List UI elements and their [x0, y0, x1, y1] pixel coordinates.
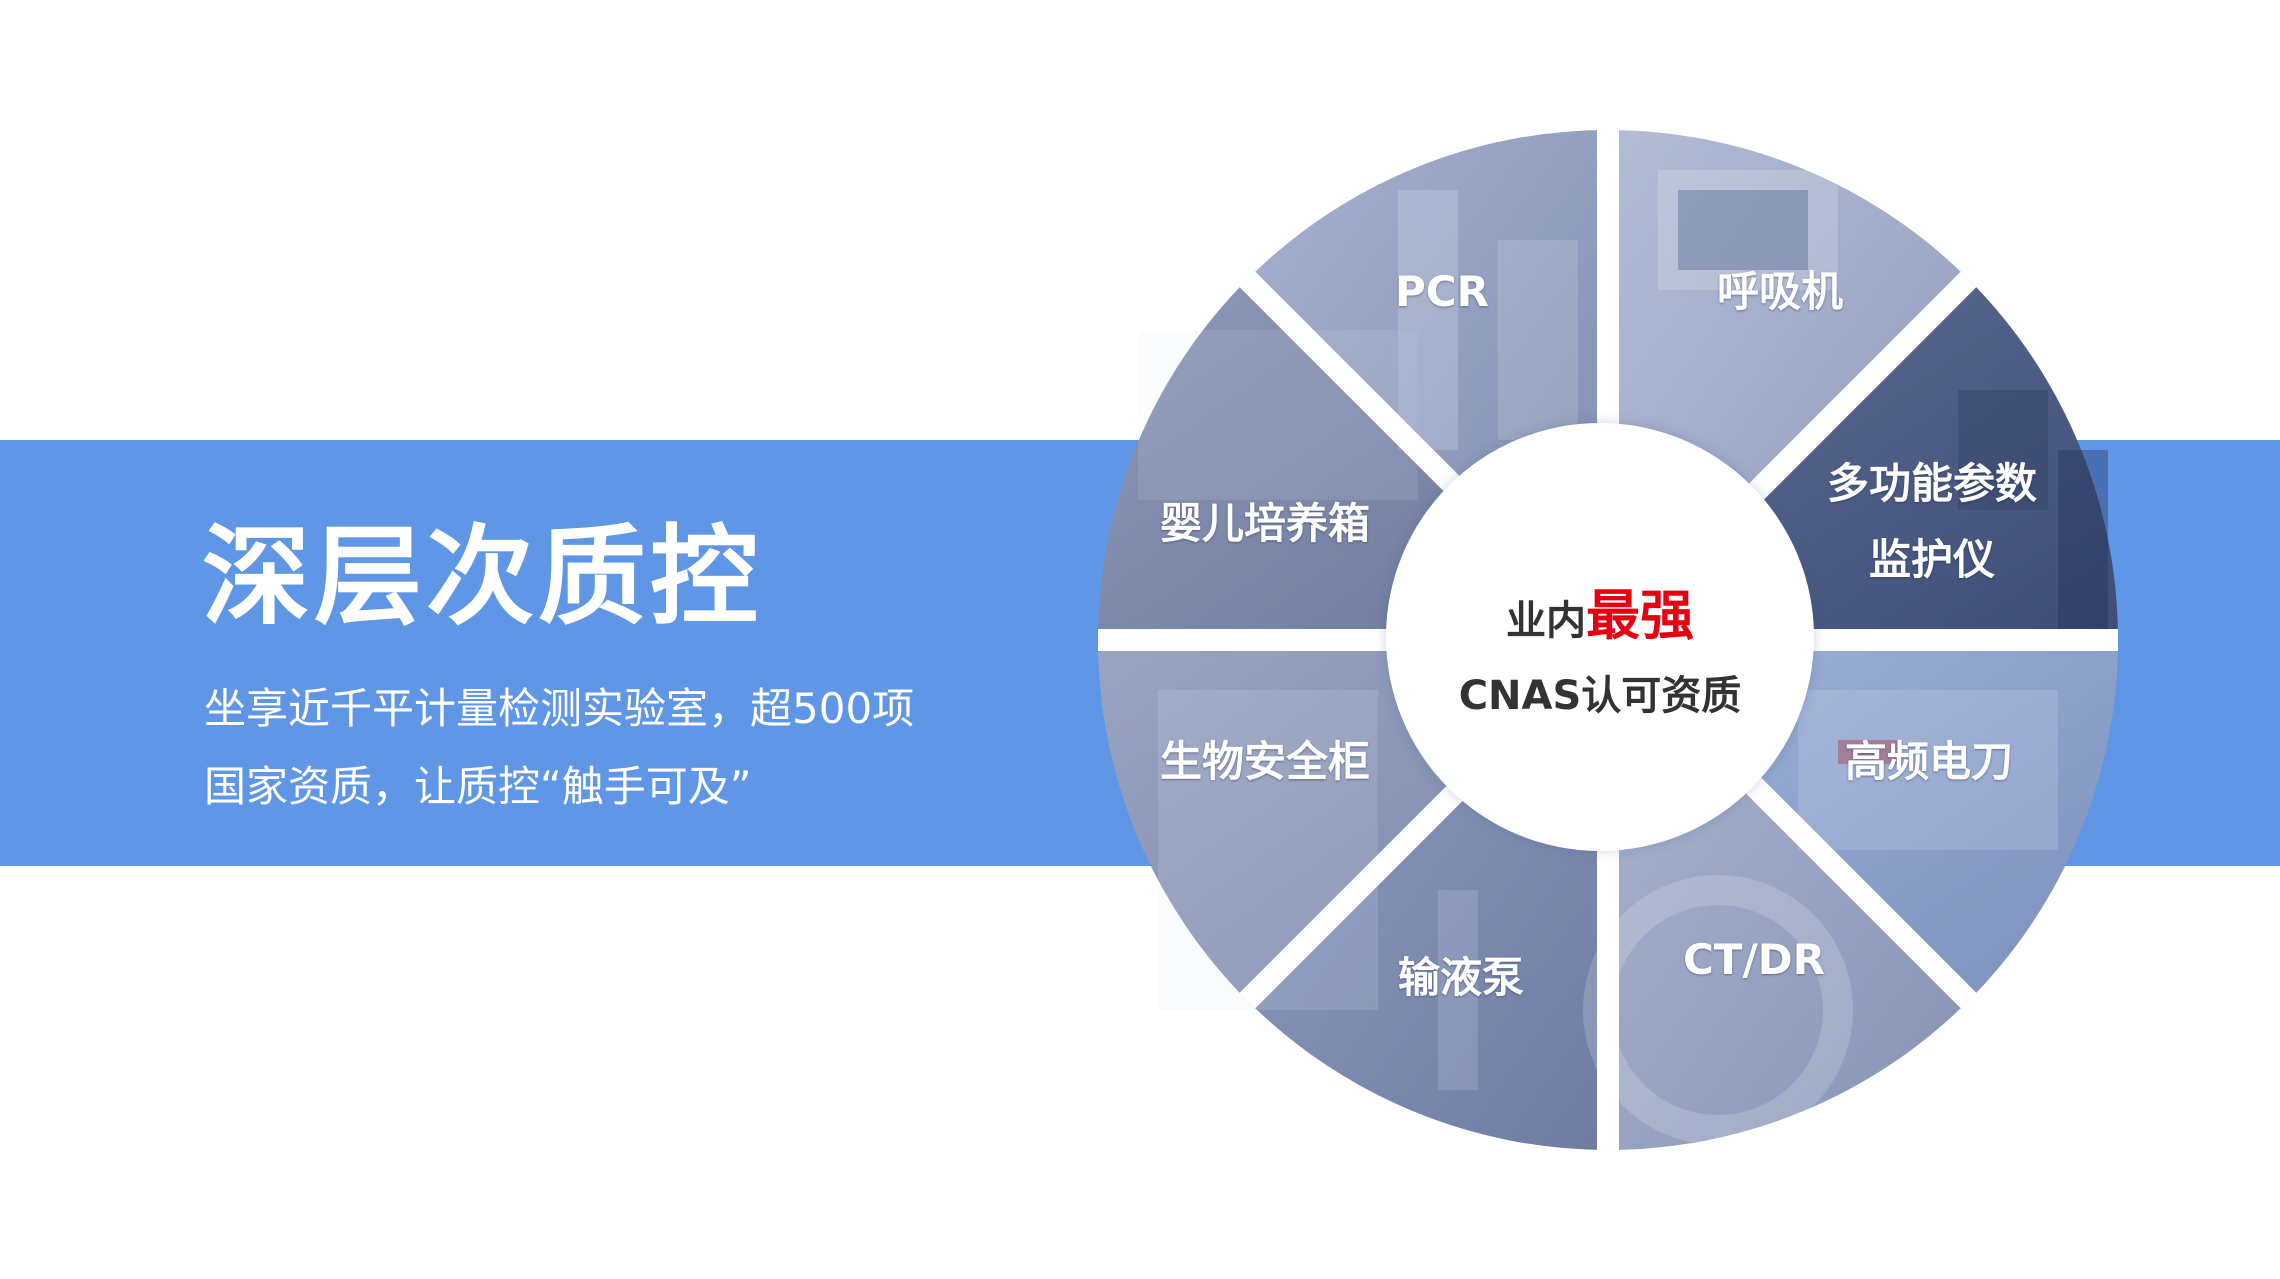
headline: 深层次质控 [202, 515, 763, 640]
description: 坐享近千平计量检测实验室，超500项 国家资质，让质控“触手可及” [204, 670, 964, 826]
label-electrosurgical-unit: 高频电刀 [1844, 737, 2013, 786]
description-line-2: 国家资质，让质控“触手可及” [204, 762, 752, 811]
label-infusion-pump: 输液泵 [1397, 953, 1524, 1002]
center-badge: 业内最强 CNAS认可资质 [1386, 423, 1814, 851]
center-line-2: CNAS认可资质 [1458, 673, 1742, 719]
label-ct-dr: CT/DR [1682, 935, 1826, 984]
center-line-1: 业内最强 [1386, 571, 1814, 650]
center-highlight: 最强 [1586, 584, 1694, 647]
label-infant-incubator: 婴儿培养箱 [1159, 499, 1370, 548]
label-pcr: PCR [1395, 267, 1489, 316]
label-ventilator: 呼吸机 [1716, 267, 1843, 316]
label-patient-monitor-line-2: 监护仪 [1868, 535, 1995, 584]
center-prefix: 业内 [1506, 598, 1586, 644]
label-patient-monitor: 多功能参数 监护仪 [1802, 446, 2062, 598]
description-line-1: 坐享近千平计量检测实验室，超500项 [204, 684, 915, 733]
label-biosafety-cabinet: 生物安全柜 [1159, 737, 1370, 786]
label-patient-monitor-line-1: 多功能参数 [1826, 459, 2037, 508]
